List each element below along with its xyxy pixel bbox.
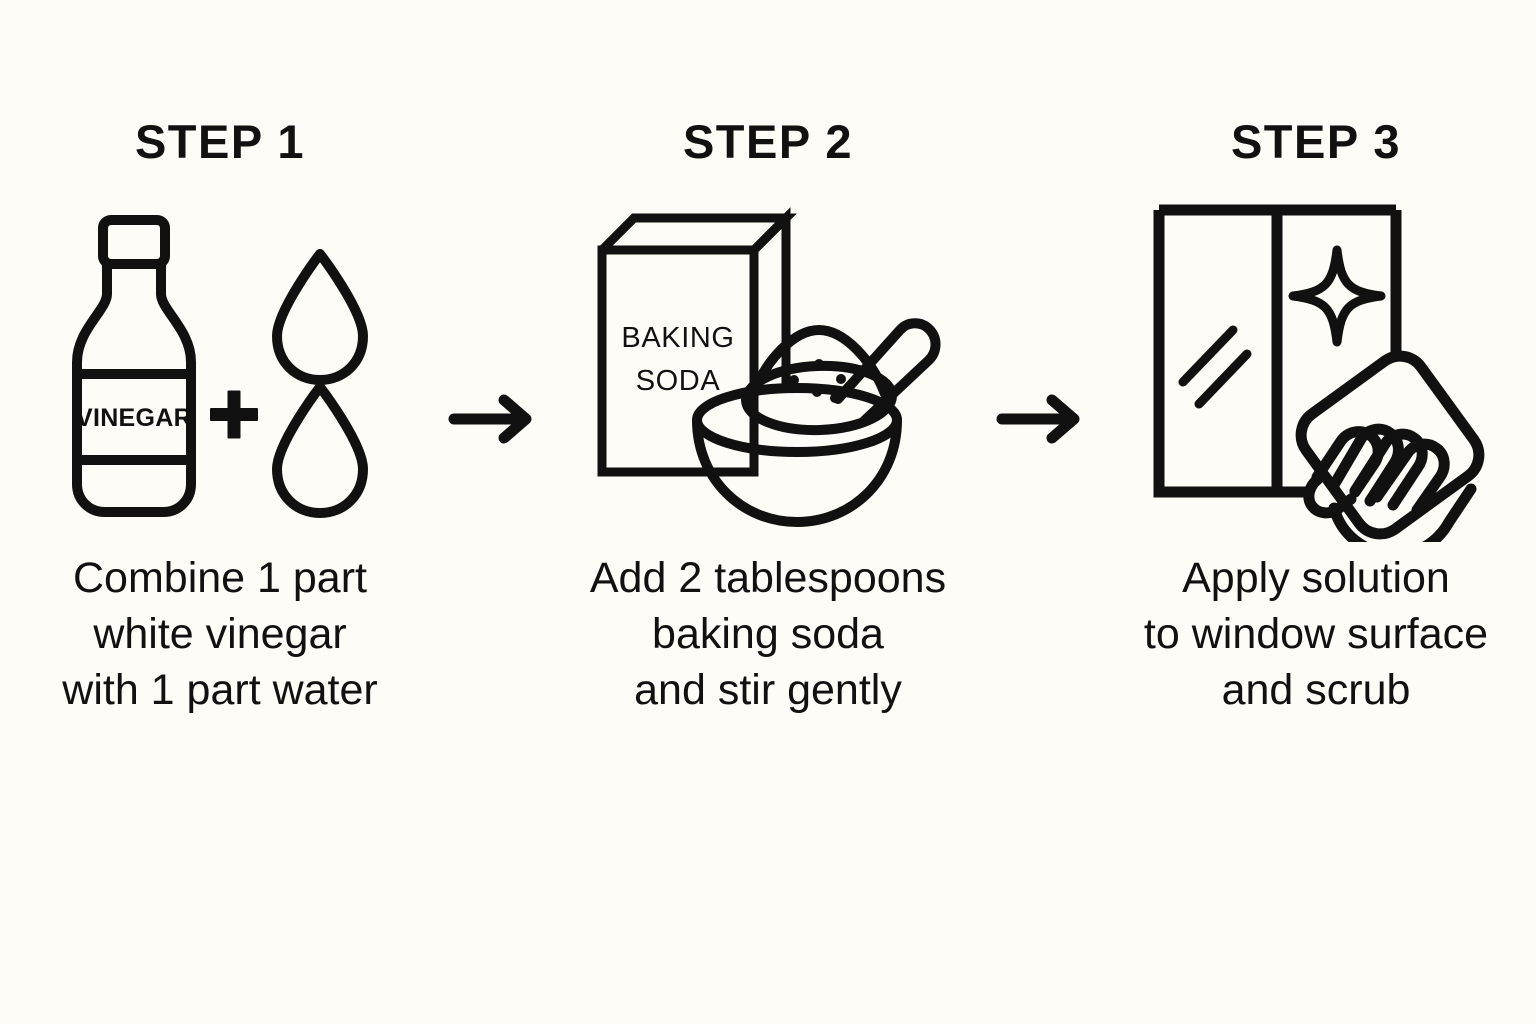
window-frame-icon xyxy=(1153,204,1402,498)
hand-icon xyxy=(1303,423,1477,542)
step-column-3: STEP 3 xyxy=(1101,118,1531,719)
spoon-with-powder-icon xyxy=(741,318,941,436)
step-2-illustration: BAKING SODA xyxy=(553,187,983,547)
connector-1 xyxy=(435,118,553,448)
step-3-illustration xyxy=(1101,187,1531,547)
right-arrow-icon xyxy=(448,394,532,444)
water-drop-icon xyxy=(272,382,368,518)
step-2-caption: Add 2 tablespoons baking soda and stir g… xyxy=(589,554,947,714)
box-label-line2: SODA xyxy=(636,365,721,397)
step-3-heading: STEP 3 xyxy=(1230,115,1402,168)
vinegar-bottle-icon: VINEGAR xyxy=(72,215,196,517)
step-column-1: STEP 1 VINEGAR xyxy=(5,118,435,719)
step-column-2: STEP 2 BAKING SODA xyxy=(553,118,983,719)
right-arrow-icon xyxy=(996,394,1080,444)
plus-sign-icon xyxy=(210,390,258,439)
powder-speck xyxy=(789,375,799,385)
box-label-line1: BAKING xyxy=(621,322,734,354)
baking-soda-box-icon: BAKING SODA xyxy=(597,207,797,477)
vinegar-label-text: VINEGAR xyxy=(76,404,192,432)
connector-2 xyxy=(983,118,1101,448)
steps-row: STEP 1 VINEGAR xyxy=(0,118,1536,798)
powder-speck xyxy=(814,359,824,369)
step-1-caption: Combine 1 part white vinegar with 1 part… xyxy=(62,554,378,714)
mixing-bowl-icon xyxy=(692,383,902,527)
shine-lines-icon xyxy=(1178,325,1252,409)
powder-speck xyxy=(836,374,846,384)
sparkle-icon xyxy=(1288,245,1386,347)
step-2-heading: STEP 2 xyxy=(682,115,854,168)
step-1-heading: STEP 1 xyxy=(134,115,306,168)
step-3-caption: Apply solution to window surface and scr… xyxy=(1143,554,1489,714)
step-1-illustration: VINEGAR xyxy=(5,187,435,547)
water-drop-icon xyxy=(272,249,368,385)
